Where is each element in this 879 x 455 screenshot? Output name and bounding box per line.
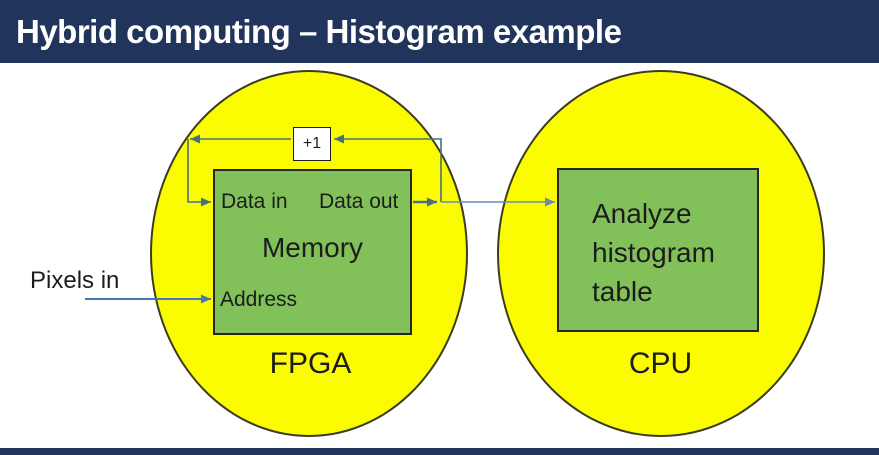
memory-port-data-out: Data out bbox=[319, 190, 399, 213]
increment-label: +1 bbox=[302, 135, 322, 152]
memory-port-data-in: Data in bbox=[221, 190, 288, 213]
cpu-label: CPU bbox=[628, 347, 693, 380]
pixels-in-label: Pixels in bbox=[30, 267, 120, 294]
memory-box bbox=[213, 169, 412, 335]
cpu-task-label: Analyze histogram table bbox=[592, 198, 715, 307]
memory-port-address: Address bbox=[220, 288, 298, 311]
increment-box: +1 bbox=[293, 127, 331, 161]
bottom-bar bbox=[0, 448, 879, 455]
slide-title: Hybrid computing – Histogram example bbox=[16, 12, 622, 50]
fpga-label: FPGA bbox=[269, 347, 352, 380]
analyze-histogram-box bbox=[557, 168, 759, 332]
memory-title: Memory bbox=[261, 232, 364, 263]
title-bar: Hybrid computing – Histogram example bbox=[0, 0, 879, 63]
